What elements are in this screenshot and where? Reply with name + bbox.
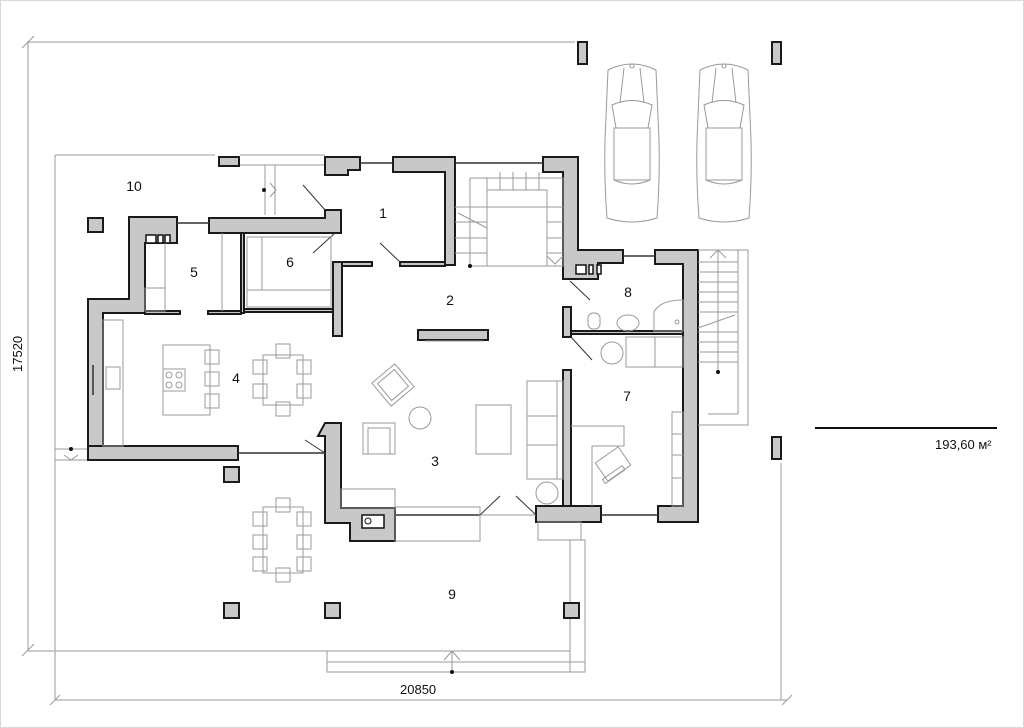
area-underline bbox=[815, 427, 997, 429]
dimension-lines bbox=[21, 35, 793, 706]
room-label-5: 5 bbox=[190, 264, 198, 280]
doors bbox=[302, 184, 593, 516]
room-label-4: 4 bbox=[232, 370, 240, 386]
room-label-1: 1 bbox=[379, 205, 387, 221]
room-label-7: 7 bbox=[623, 388, 631, 404]
columns bbox=[87, 41, 782, 619]
total-area-label: 193,60 м² bbox=[935, 437, 992, 452]
room-label-10: 10 bbox=[126, 178, 142, 194]
windows bbox=[92, 162, 658, 516]
room-label-8: 8 bbox=[624, 284, 632, 300]
room-label-2: 2 bbox=[446, 292, 454, 308]
furniture bbox=[102, 233, 684, 583]
stairs-central bbox=[455, 172, 564, 268]
room-label-9: 9 bbox=[448, 586, 456, 602]
room-label-6: 6 bbox=[286, 254, 294, 270]
car-2-icon bbox=[696, 63, 752, 223]
room-label-3: 3 bbox=[431, 453, 439, 469]
stairs-external bbox=[697, 249, 749, 426]
height-dimension-label: 17520 bbox=[10, 335, 25, 372]
car-1-icon bbox=[604, 63, 660, 223]
width-dimension-label: 20850 bbox=[400, 682, 437, 697]
